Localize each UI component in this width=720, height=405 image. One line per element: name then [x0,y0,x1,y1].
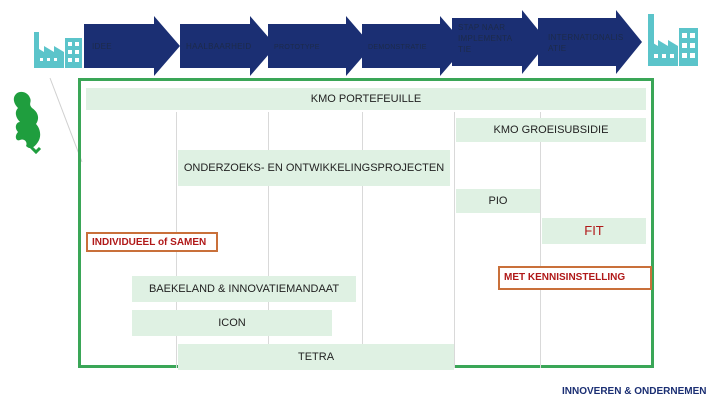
stage-arrow-internationalisatie: INTERNATIONALIS ATIE [538,10,642,74]
onderzoeksprojecten-bar: ONDERZOEKS- EN ONTWIKKELINGSPROJECTEN [178,150,450,186]
icon-bar: ICON [132,310,332,336]
guide-line [454,112,455,368]
diagonal-line [49,77,83,163]
guide-line [540,112,541,368]
stage-label-demonstratie: DEMONSTRATIE [368,44,427,51]
individueel-samen-box: INDIVIDUEEL of SAMEN [86,232,218,252]
stage-label-prototype: PROTOTYPE [274,44,320,51]
stage-label-internationalisatie: INTERNATIONALIS ATIE [548,33,624,53]
footer-brand-text: INNOVEREN & ONDERNEMEN [562,386,707,397]
flemish-lion-logo [10,88,46,155]
kmo-groeisubsidie-bar: KMO GROEISUBSIDIE [456,118,646,142]
stage-arrow-implementatie: STAP NAAR IMPLEMENTA TIE [452,10,548,74]
stage-label-haalbaarheid: HAALBAARHEID [186,42,252,51]
kmo-portefeuille-bar: KMO PORTEFEUILLE [86,88,646,110]
pio-bar: PIO [456,189,540,213]
baekeland-bar: BAEKELAND & INNOVATIEMANDAAT [132,276,356,302]
guide-line [362,112,363,368]
factory-icon-right [644,14,698,66]
factory-icon-left [32,32,82,68]
stage-label-idee: IDEE [92,42,112,51]
stage-label-implementatie: STAP NAAR IMPLEMENTA TIE [458,23,512,54]
tetra-bar: TETRA [178,344,454,370]
stage-arrow-prototype: PROTOTYPE [268,16,372,76]
fit-bar: FIT [542,218,646,244]
footer-brand-bg [540,374,720,405]
guide-line [268,112,269,368]
kennisinstelling-box [498,266,652,290]
stage-arrow-idee: IDEE [84,16,180,76]
stage-arrow-haalbaarheid: HAALBAARHEID [180,16,276,76]
kennisinstelling-label: MET KENNISINSTELLING [504,272,626,283]
stage-arrow-demonstratie: DEMONSTRATIE [362,16,466,76]
